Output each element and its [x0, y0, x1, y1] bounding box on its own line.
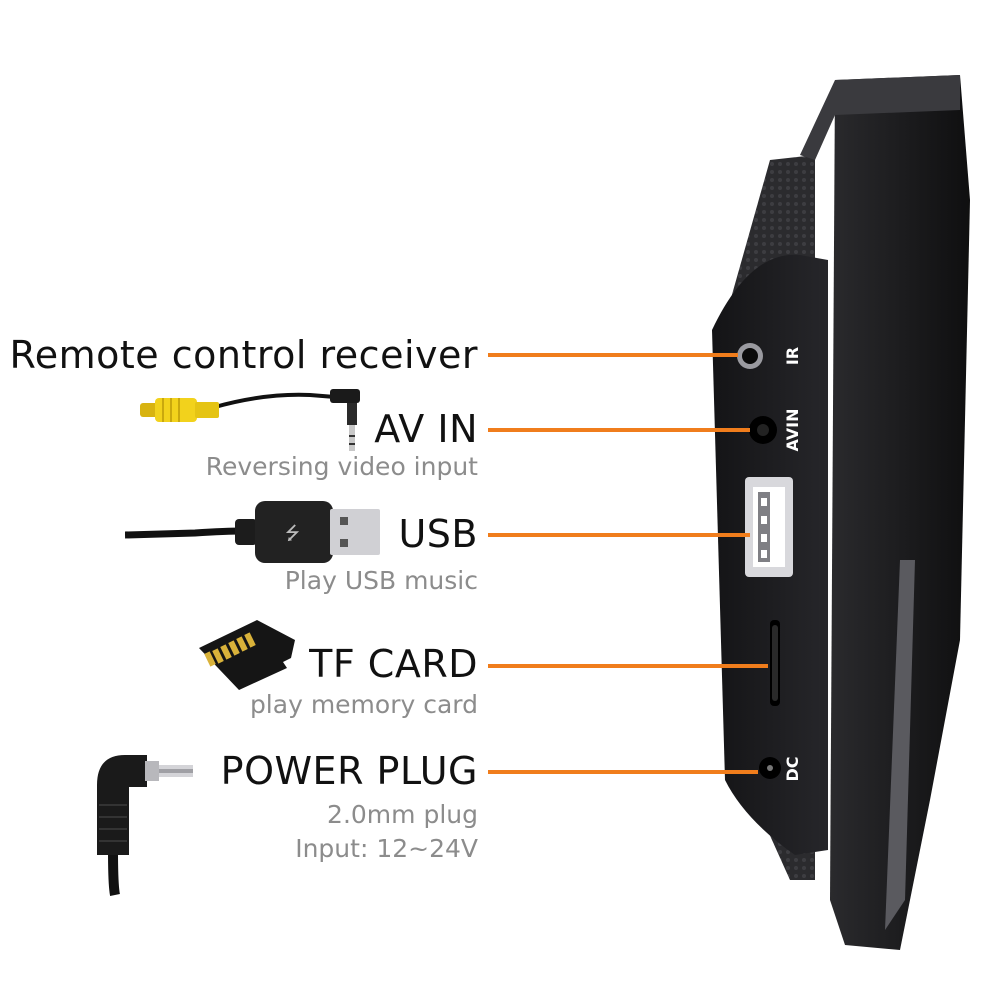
ir-receiver [737, 343, 763, 369]
usb-port [745, 477, 793, 577]
dc-jack [759, 757, 781, 779]
rca-cable-icon [140, 389, 360, 451]
usb-line [488, 533, 750, 537]
tf-title: TF CARD [309, 642, 478, 686]
microsd-card-icon [199, 620, 295, 690]
tf-card-slot [770, 620, 780, 706]
remote-title: Remote control receiver [9, 333, 478, 377]
power-subtitle-input: Input: 12~24V [295, 834, 478, 863]
dc-plug-icon [97, 755, 193, 896]
remote-line [488, 353, 738, 357]
usb-subtitle: Play USB music [284, 566, 478, 595]
power-line [488, 770, 758, 774]
power-title: POWER PLUG [220, 749, 478, 793]
dc-port-label: DC [783, 756, 802, 782]
tf-line [488, 664, 768, 668]
usb-title: USB [398, 512, 478, 556]
avin-port-label: AVIN [783, 408, 802, 452]
avin-line [488, 428, 750, 432]
tf-subtitle: play memory card [249, 690, 478, 719]
usb-cable-icon: ⭍ [125, 501, 380, 563]
avin-title: AV IN [374, 407, 478, 451]
avin-subtitle: Reversing video input [205, 452, 478, 481]
power-subtitle-plug: 2.0mm plug [327, 800, 478, 829]
ir-port-label: IR [783, 346, 802, 366]
svg-text:⭍: ⭍ [285, 523, 300, 544]
avin-jack [749, 416, 777, 444]
